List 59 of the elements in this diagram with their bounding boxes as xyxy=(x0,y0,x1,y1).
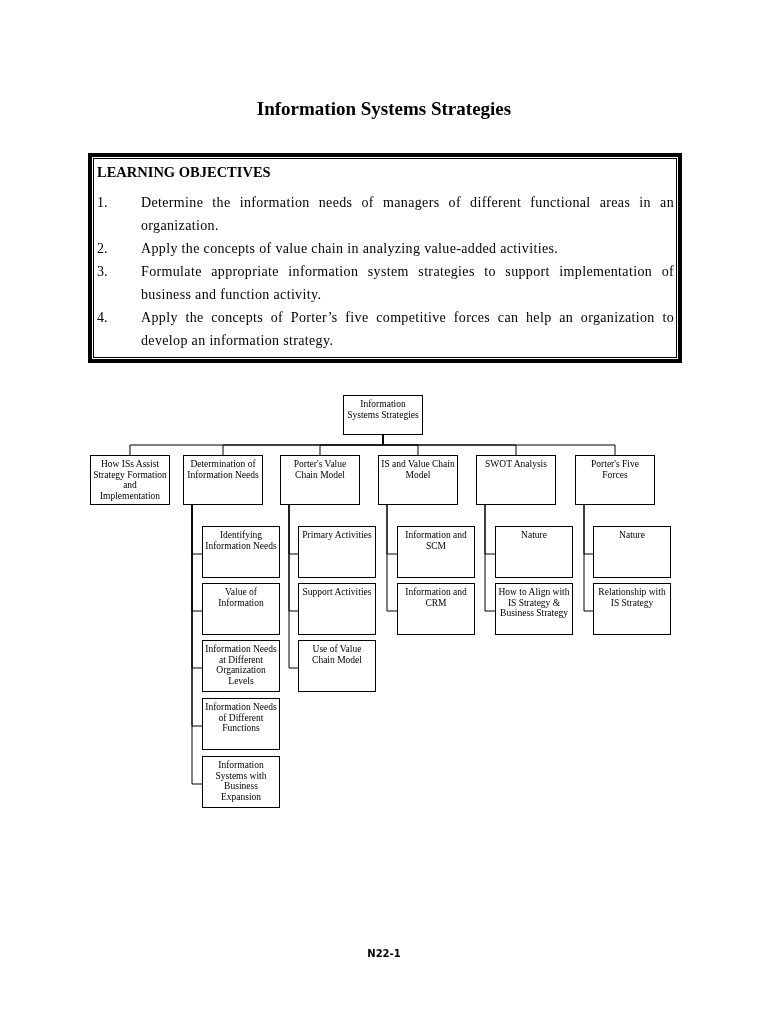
box-text: Porter's Five Forces xyxy=(590,459,640,480)
box-text: Determination of Information Needs xyxy=(186,459,260,480)
topic-box xyxy=(202,698,280,750)
box-text: Information Needs of Different Functions xyxy=(205,702,277,734)
connector-line xyxy=(288,504,299,669)
connector-line xyxy=(191,504,203,785)
box-text: Information Systems with Business Expansion xyxy=(214,760,268,802)
box-text: Identifying Information Needs xyxy=(205,530,277,551)
topic-box xyxy=(378,455,458,505)
box-text: Nature xyxy=(619,530,645,541)
topic-box xyxy=(593,526,671,578)
topic-box xyxy=(343,395,423,435)
topic-box xyxy=(280,455,360,505)
box-text: Porter's Value Chain Model xyxy=(292,459,348,480)
connector-line xyxy=(382,434,616,456)
topic-box xyxy=(495,583,573,635)
list-number: 2. xyxy=(97,240,109,258)
topic-box xyxy=(298,640,376,692)
box-text: SWOT Analysis xyxy=(485,459,547,470)
box-text: Information Needs at Different Organization Levels xyxy=(205,644,277,686)
page-title: Information Systems Strategies xyxy=(255,98,513,120)
box-text: Information and SCM xyxy=(404,530,468,551)
page-number: N22-1 xyxy=(366,948,402,959)
topic-box xyxy=(476,455,556,505)
topic-box xyxy=(575,455,655,505)
section-heading: LEARNING OBJECTIVES xyxy=(97,164,271,181)
objective-text: Apply the concepts of Porter’s five competitive forces can help an organization to develop an information strategy. xyxy=(141,309,674,350)
list-number: 3. xyxy=(97,263,109,281)
box-text: Use of Value Chain Model xyxy=(311,644,363,665)
topic-box xyxy=(298,526,376,578)
topic-box xyxy=(397,526,475,578)
box-text: Nature xyxy=(521,530,547,541)
box-text: How ISs Assist Strategy Formation and Implementation xyxy=(93,459,167,501)
topic-box xyxy=(495,526,573,578)
box-text: How to Align with IS Strategy & Business Strategy xyxy=(498,587,570,619)
topic-box xyxy=(397,583,475,635)
box-text: Information Systems Strategies xyxy=(346,399,420,420)
topic-box xyxy=(202,583,280,635)
box-text: Relationship with IS Strategy xyxy=(597,587,667,608)
objective-text: Apply the concepts of value chain in analyzing value-added activities. xyxy=(141,240,560,258)
list-number: 4. xyxy=(97,309,109,327)
objectives-box xyxy=(88,153,682,363)
topic-box xyxy=(183,455,263,505)
topic-box xyxy=(202,526,280,578)
connector-line xyxy=(484,504,496,612)
box-text: Support Activities xyxy=(302,587,372,598)
topic-box xyxy=(593,583,671,635)
box-text: Value of Information xyxy=(217,587,265,608)
box-text: Primary Activities xyxy=(302,530,372,541)
topic-box xyxy=(298,583,376,635)
connector-line xyxy=(386,504,398,612)
box-text: Information and CRM xyxy=(404,587,468,608)
connector-line xyxy=(583,504,594,612)
objective-text: Formulate appropriate information system strategies to support implementation of business and function activity. xyxy=(141,263,674,304)
topic-box xyxy=(202,756,280,808)
topic-box xyxy=(202,640,280,692)
objective-text: Determine the information needs of managers of different functional areas in an organization. xyxy=(141,194,674,235)
list-number: 1. xyxy=(97,194,109,212)
box-text: IS and Value Chain Model xyxy=(381,459,455,480)
